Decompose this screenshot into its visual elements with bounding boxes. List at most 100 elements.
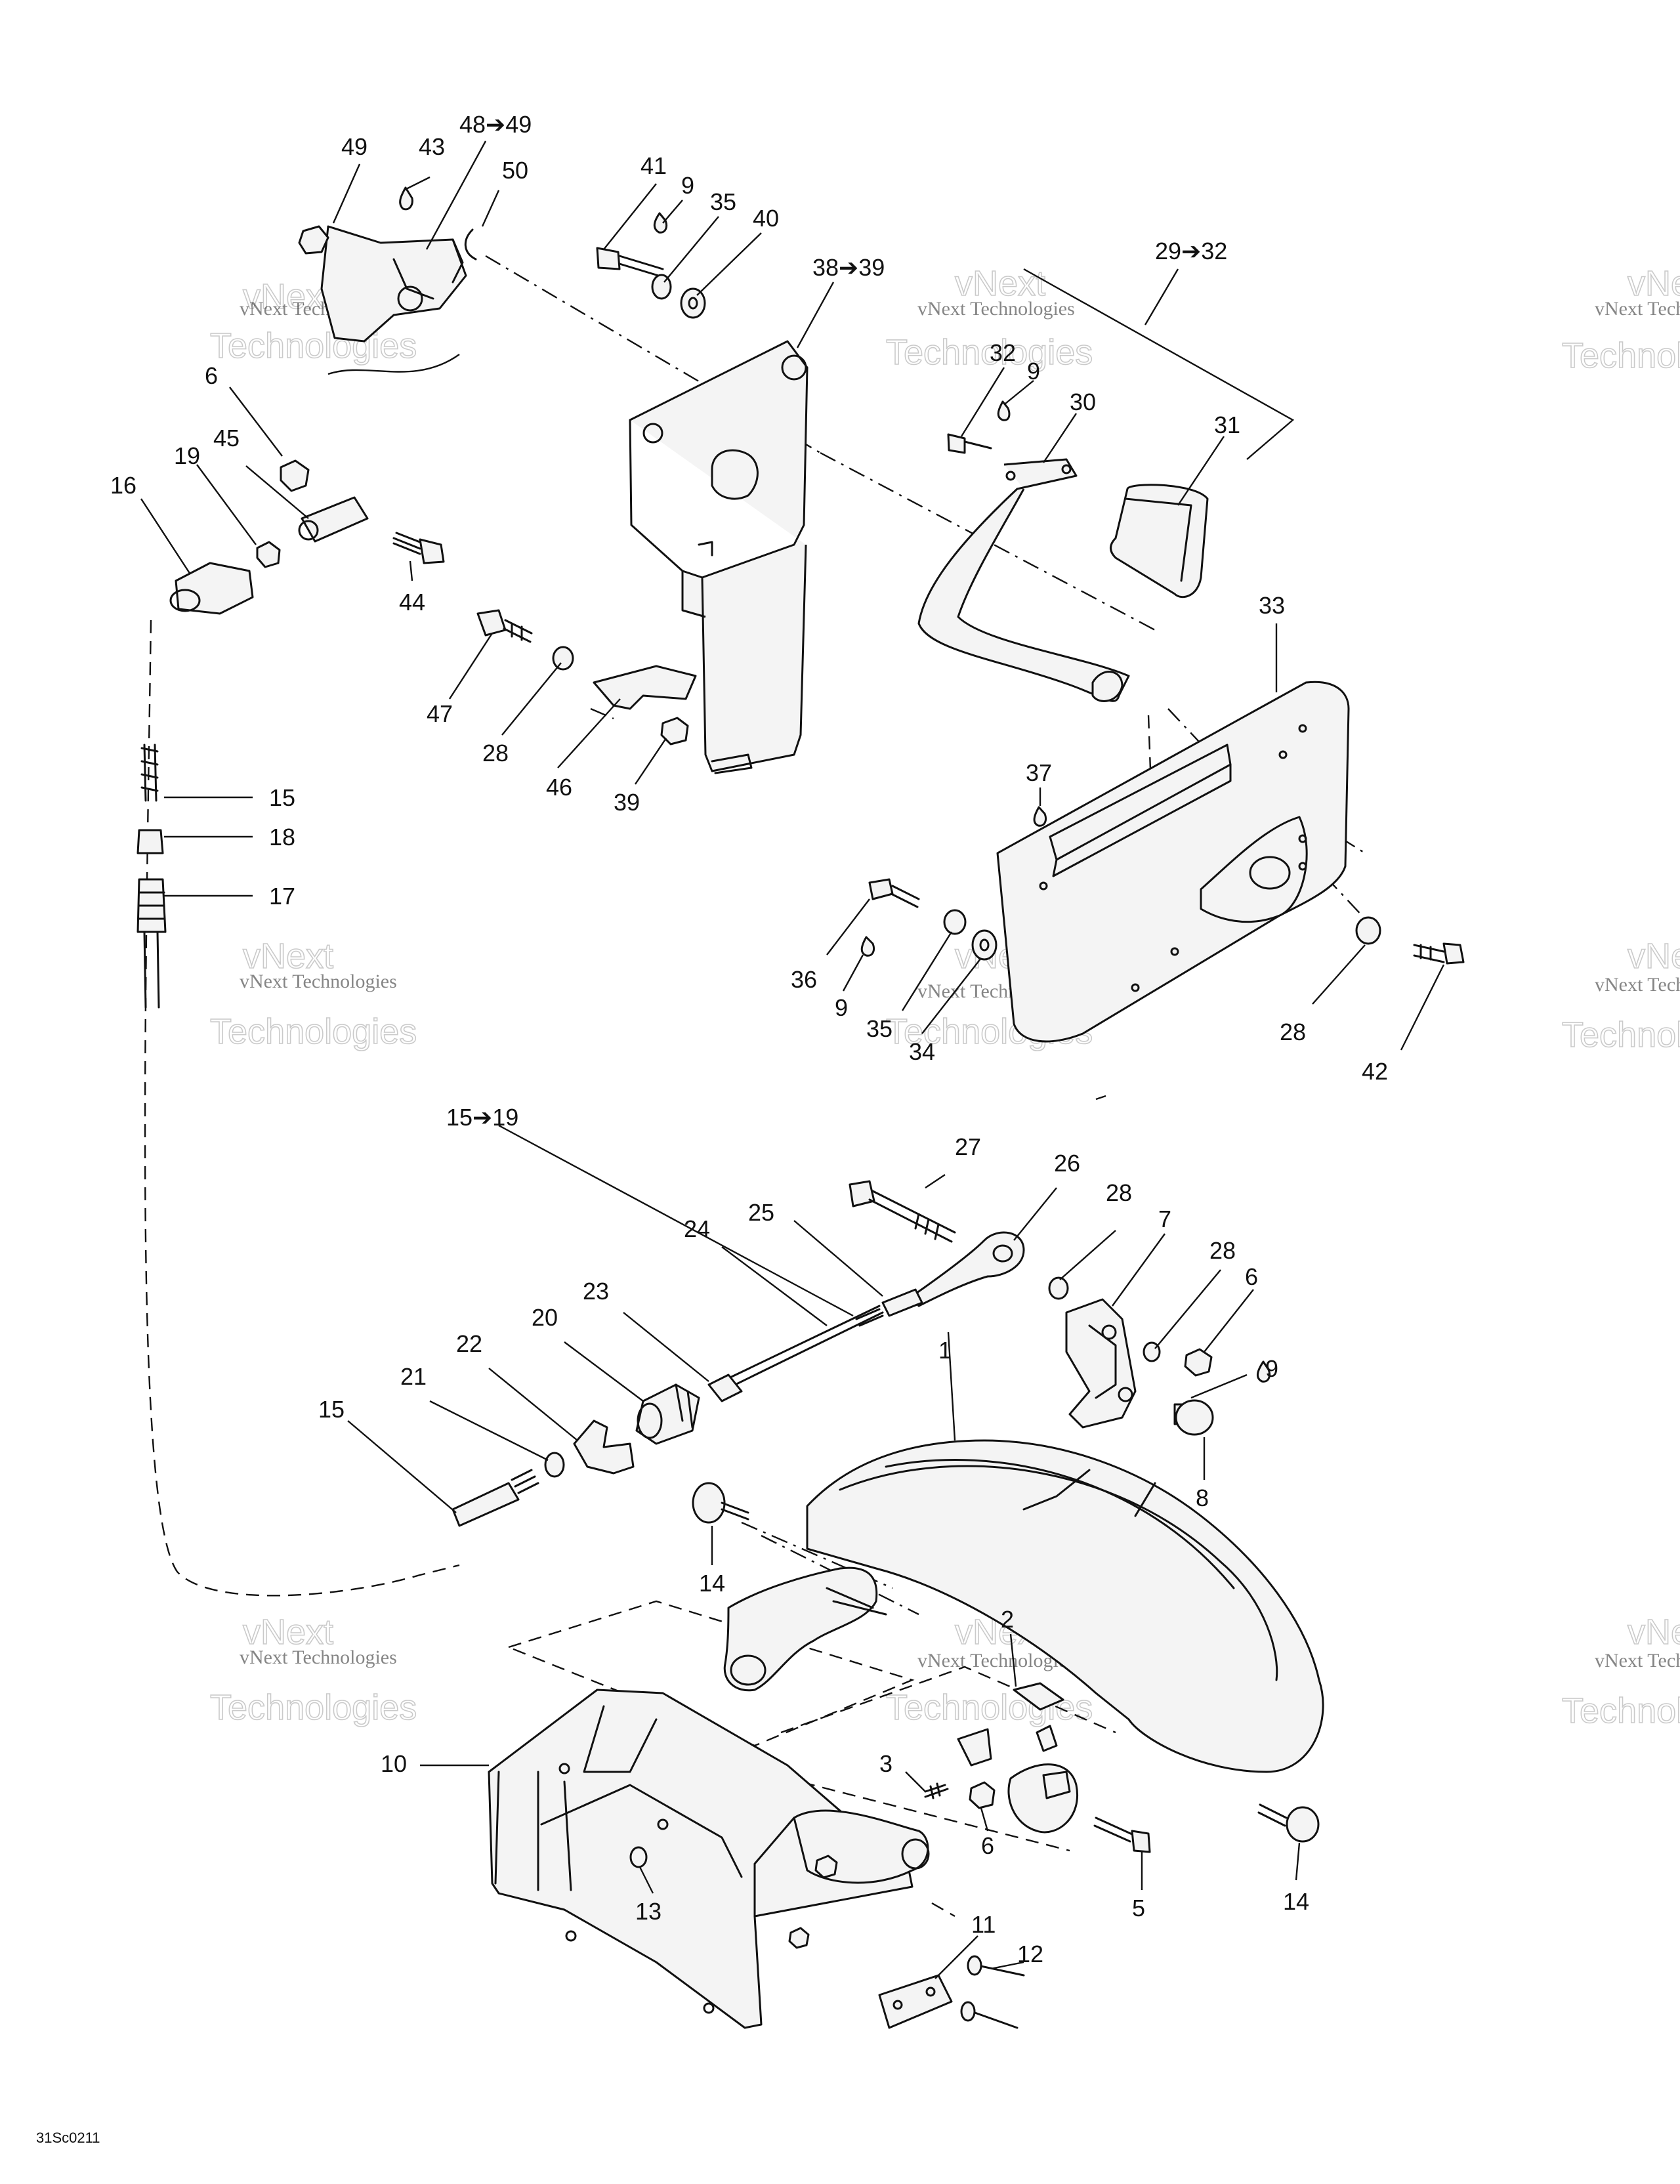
part-50-clip — [464, 228, 477, 261]
cable-end-curve — [327, 354, 460, 375]
leader-19 — [196, 464, 257, 545]
callout-28-lever: 28 — [1106, 1179, 1132, 1206]
cable-route-line — [144, 620, 460, 1597]
leader-41 — [603, 183, 657, 250]
watermark-7: vNext Technologies vNext Technologies — [209, 1612, 417, 1728]
leader-26 — [1013, 1187, 1057, 1241]
leader-45 — [245, 465, 309, 519]
part-45-link — [298, 496, 369, 543]
part-9-drop-low — [1257, 1360, 1271, 1383]
leader-27 — [925, 1174, 946, 1188]
callout-5: 5 — [1132, 1895, 1145, 1922]
callout-6-left: 6 — [205, 362, 218, 389]
assembly-outline-lower-right — [780, 1666, 1116, 1734]
leader-28-far — [1154, 1269, 1221, 1349]
part-34-washer — [971, 929, 998, 961]
leader-9-low — [1190, 1374, 1248, 1399]
watermark-big-text: Technologies — [210, 1688, 417, 1727]
part-20-nut — [635, 1383, 700, 1445]
leader-42 — [1400, 964, 1445, 1051]
callout-28-left: 28 — [482, 740, 509, 766]
watermark-big-text: vNext — [243, 1612, 333, 1652]
callout-38-39: 38➔39 — [812, 254, 885, 281]
callout-26: 26 — [1054, 1150, 1080, 1177]
callout-9-low: 9 — [1265, 1355, 1278, 1382]
part-42-bolt — [1413, 942, 1465, 965]
callout-7: 7 — [1158, 1206, 1171, 1232]
callout-1: 1 — [938, 1337, 952, 1364]
leader-29-32 — [1023, 268, 1295, 460]
part-nut-housing — [814, 1855, 838, 1879]
leader-11 — [934, 1935, 978, 1979]
watermark-big-text: Technologies — [886, 1688, 1093, 1727]
watermark-text: vNext Technologies — [240, 971, 397, 992]
callout-46: 46 — [546, 774, 572, 801]
callout-18: 18 — [269, 824, 295, 850]
watermark-6: vNext Technologies vNext Technologies — [1561, 936, 1680, 1055]
part-30-pedal-arm — [917, 458, 1130, 702]
axis-line-37 — [1147, 715, 1153, 808]
parts — [136, 186, 1465, 2029]
callout-42: 42 — [1362, 1058, 1388, 1085]
callout-28-right: 28 — [1280, 1018, 1306, 1045]
leader-48 — [425, 140, 487, 250]
part-10-housing — [488, 1689, 930, 2029]
callout-33: 33 — [1259, 592, 1285, 619]
callout-35-top: 35 — [710, 188, 736, 215]
part-5-bolt — [1093, 1816, 1151, 1853]
callout-25: 25 — [748, 1199, 774, 1226]
part-9-drop-right — [997, 400, 1011, 421]
leader-35-top — [663, 216, 719, 283]
callout-36: 36 — [791, 966, 817, 993]
leader-30 — [1043, 413, 1077, 463]
part-12-rivets — [960, 1955, 1025, 2029]
leader-34 — [921, 957, 982, 1034]
part-47-bolt — [476, 609, 533, 643]
callout-11: 11 — [971, 1911, 996, 1938]
part-14-bolt-upper — [692, 1482, 749, 1524]
leader-47 — [448, 633, 494, 700]
callout-9-mid: 9 — [835, 994, 848, 1021]
part-11-plate — [878, 1974, 953, 2029]
leader-6-right — [1204, 1289, 1254, 1353]
callout-50: 50 — [502, 157, 528, 184]
leader-44 — [409, 560, 413, 581]
part-36-bolt — [868, 878, 920, 908]
leader-20 — [564, 1341, 644, 1402]
leader-49 — [332, 163, 361, 224]
callout-41: 41 — [640, 152, 667, 179]
callout-39: 39 — [614, 789, 640, 816]
watermark-big-text: Technologies — [1562, 1015, 1680, 1055]
callout-21: 21 — [400, 1363, 427, 1390]
watermark-big-text: vNext — [1628, 936, 1680, 976]
part-21-washer — [544, 1452, 565, 1478]
callout-14-upper: 14 — [699, 1570, 725, 1597]
axis-line-lower-2 — [761, 1534, 919, 1616]
part-8-fastener — [1173, 1399, 1214, 1436]
callout-9-top: 9 — [681, 172, 694, 199]
watermark-big-text: Technologies — [210, 326, 417, 366]
callout-35-mid: 35 — [866, 1015, 892, 1042]
leader-6 — [229, 387, 283, 457]
part-32-screw — [947, 433, 992, 454]
leader-21 — [429, 1400, 549, 1461]
leader-15-19 — [498, 1124, 854, 1317]
leader-28-right — [1312, 944, 1366, 1005]
callout-3: 3 — [879, 1750, 892, 1777]
leader-28-lever — [1059, 1230, 1116, 1280]
callout-43: 43 — [419, 133, 445, 160]
watermark-text: vNext Technologies — [1595, 974, 1680, 996]
callout-40: 40 — [753, 205, 779, 232]
watermark-big-text: vNext — [243, 936, 333, 976]
callout-37: 37 — [1026, 759, 1052, 786]
leader-12 — [990, 1961, 1024, 1970]
leader-9-right — [1005, 380, 1034, 404]
callouts: 49 43 48➔49 50 6 19 45 16 44 15 18 17 41… — [110, 111, 1388, 1967]
watermark-big-text: vNext — [243, 277, 333, 316]
leader-46 — [557, 698, 621, 768]
part-28-washer-lever — [1048, 1276, 1069, 1300]
part-6-nut-right — [1184, 1348, 1213, 1377]
leader-15-low — [347, 1420, 457, 1513]
part-24-cable — [721, 1305, 884, 1389]
part-nut-housing-2 — [788, 1927, 810, 1949]
